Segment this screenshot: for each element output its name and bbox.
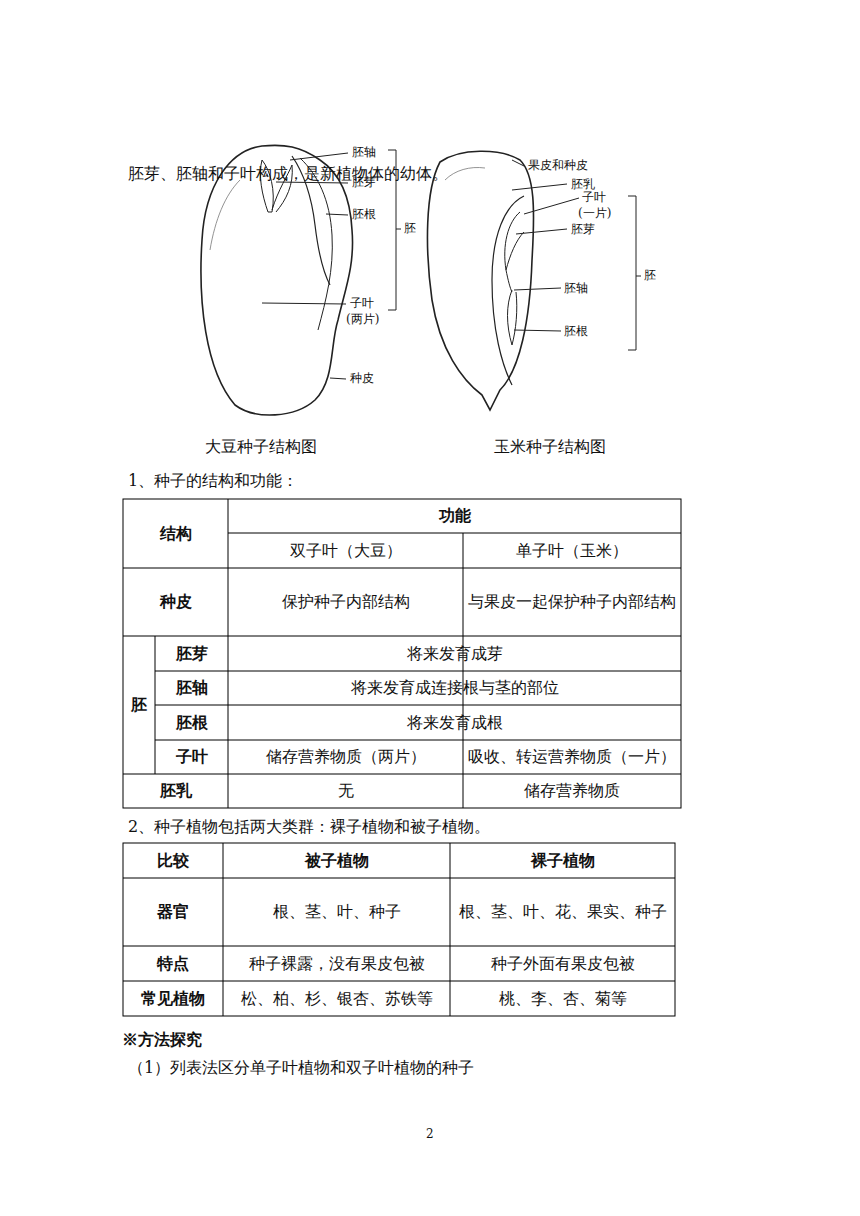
table-cell: 胚根 (156, 706, 227, 739)
soybean-seed (201, 145, 353, 415)
table-cell: 双子叶（大豆） (229, 534, 462, 567)
part-label: 2 (426, 1127, 434, 1141)
part-label: (两片) (346, 312, 379, 326)
table-cell: 比较 (124, 844, 222, 877)
table-cell: 胚乳 (124, 775, 227, 807)
part-label: 胚轴 (352, 145, 376, 159)
part-label: 胚 (404, 221, 416, 235)
part-label: 胚乳 (571, 177, 595, 191)
part-label: 子叶 (350, 296, 374, 310)
part-label: 胚芽 (352, 175, 376, 189)
table-cell: 胚芽 (156, 637, 227, 670)
table-cell: 储存营养物质 (464, 775, 680, 807)
text-line: 1、种子的结构和功能： (128, 471, 298, 490)
table-cell: 单子叶（玉米） (464, 534, 680, 567)
part-label: 胚轴 (564, 281, 588, 295)
table-cell: 将来发育成根 (229, 706, 680, 739)
corn-seed (427, 151, 533, 410)
table-cell: 常见植物 (124, 982, 222, 1015)
text-line: 胚芽、胚轴和子叶构成，是新植物体的幼体。 (128, 164, 448, 183)
part-label: 胚根 (564, 324, 588, 338)
table-cell: 种子外面有果皮包被 (451, 947, 674, 980)
table-cell: 胚 (124, 637, 154, 773)
table-cell: 无 (229, 775, 462, 807)
text-line: ※方法探究 (122, 1030, 202, 1049)
table-cell: 裸子植物 (451, 844, 674, 877)
leader-lines (262, 150, 641, 379)
table-cell: 子叶 (156, 741, 227, 773)
table-cell: 将来发育成芽 (229, 637, 680, 670)
table-cell: 桃、李、杏、菊等 (451, 982, 674, 1015)
table-cell: 被子植物 (224, 844, 449, 877)
part-label: 胚芽 (571, 222, 595, 236)
table-grid (123, 499, 681, 1016)
table-cell: 松、柏、杉、银杏、苏铁等 (224, 982, 449, 1015)
part-label: 子叶 (582, 190, 606, 204)
part-label: 种皮 (350, 371, 374, 385)
table-cell: 保护种子内部结构 (229, 569, 462, 635)
text-line: 2、种子植物包括两大类群：裸子植物和被子植物。 (128, 817, 490, 836)
table-cell: 功能 (229, 500, 680, 532)
part-label: 胚 (644, 268, 656, 282)
table-cell: 吸收、转运营养物质（一片） (464, 741, 680, 773)
part-label: 胚根 (352, 207, 376, 221)
table-cell: 胚轴 (156, 672, 227, 704)
table-cell: 种皮 (124, 569, 227, 635)
table-cell: 种子裸露，没有果皮包被 (224, 947, 449, 980)
part-label: 果皮和种皮 (528, 158, 588, 172)
table-cell: 器官 (124, 879, 222, 945)
text-line: 大豆种子结构图 (205, 437, 317, 456)
table-cell: 根、茎、叶、种子 (224, 879, 449, 945)
text-line: （1）列表法区分单子叶植物和双子叶植物的种子 (128, 1058, 474, 1077)
table-cell: 将来发育成连接根与茎的部位 (229, 672, 680, 704)
table-cell: 特点 (124, 947, 222, 980)
part-label: (一片) (578, 206, 611, 220)
table-cell: 储存营养物质（两片） (229, 741, 462, 773)
text-line: 玉米种子结构图 (494, 437, 606, 456)
table-cell: 根、茎、叶、花、果实、种子 (451, 879, 674, 945)
table-cell: 与果皮一起保护种子内部结构 (464, 569, 680, 635)
table-cell: 结构 (124, 500, 227, 567)
